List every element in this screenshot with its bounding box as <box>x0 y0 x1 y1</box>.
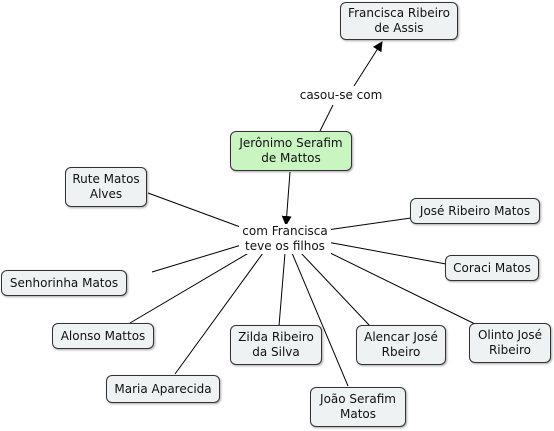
link-main-to-married-phrase <box>319 104 334 132</box>
linking-phrase-children: com Francisca teve os filhos <box>239 224 331 254</box>
concept-zilda[interactable]: Zilda Ribeiro da Silva <box>230 325 322 365</box>
concept-maria[interactable]: Maria Aparecida <box>106 375 220 403</box>
concept-jeronimo[interactable]: Jerônimo Serafim de Mattos <box>230 131 352 171</box>
concept-joao[interactable]: João Serafim Matos <box>310 387 406 427</box>
concept-francisca[interactable]: Francisca Ribeiro de Assis <box>340 2 458 40</box>
link-phrase-to-rute <box>147 192 244 229</box>
link-married-phrase-to-francisca <box>353 41 383 87</box>
concept-alonso[interactable]: Alonso Mattos <box>52 323 154 349</box>
link-phrase-to-jose <box>326 217 412 231</box>
concept-coraci[interactable]: Coraci Matos <box>445 255 539 281</box>
link-main-to-children-phrase <box>281 171 292 226</box>
link-phrase-to-zilda <box>278 252 286 327</box>
concept-alencar[interactable]: Alencar José Rbeiro <box>356 325 446 365</box>
link-phrase-to-olinto <box>317 246 476 325</box>
link-phrase-to-coraci <box>326 241 447 265</box>
concept-jose[interactable]: José Ribeiro Matos <box>410 198 540 224</box>
concept-rute[interactable]: Rute Matos Alves <box>65 167 147 207</box>
link-phrase-to-alencar <box>299 251 371 327</box>
link-phrase-to-joao <box>291 252 349 387</box>
concept-senhorinha[interactable]: Senhorinha Matos <box>1 270 127 296</box>
concept-olinto[interactable]: Olinto José Ribeiro <box>469 323 551 363</box>
linking-phrase-married: casou-se com <box>297 88 385 104</box>
link-phrase-to-alonso <box>129 250 253 324</box>
link-phrase-to-maria <box>174 252 264 375</box>
link-phrase-to-senhorinha <box>151 242 249 273</box>
